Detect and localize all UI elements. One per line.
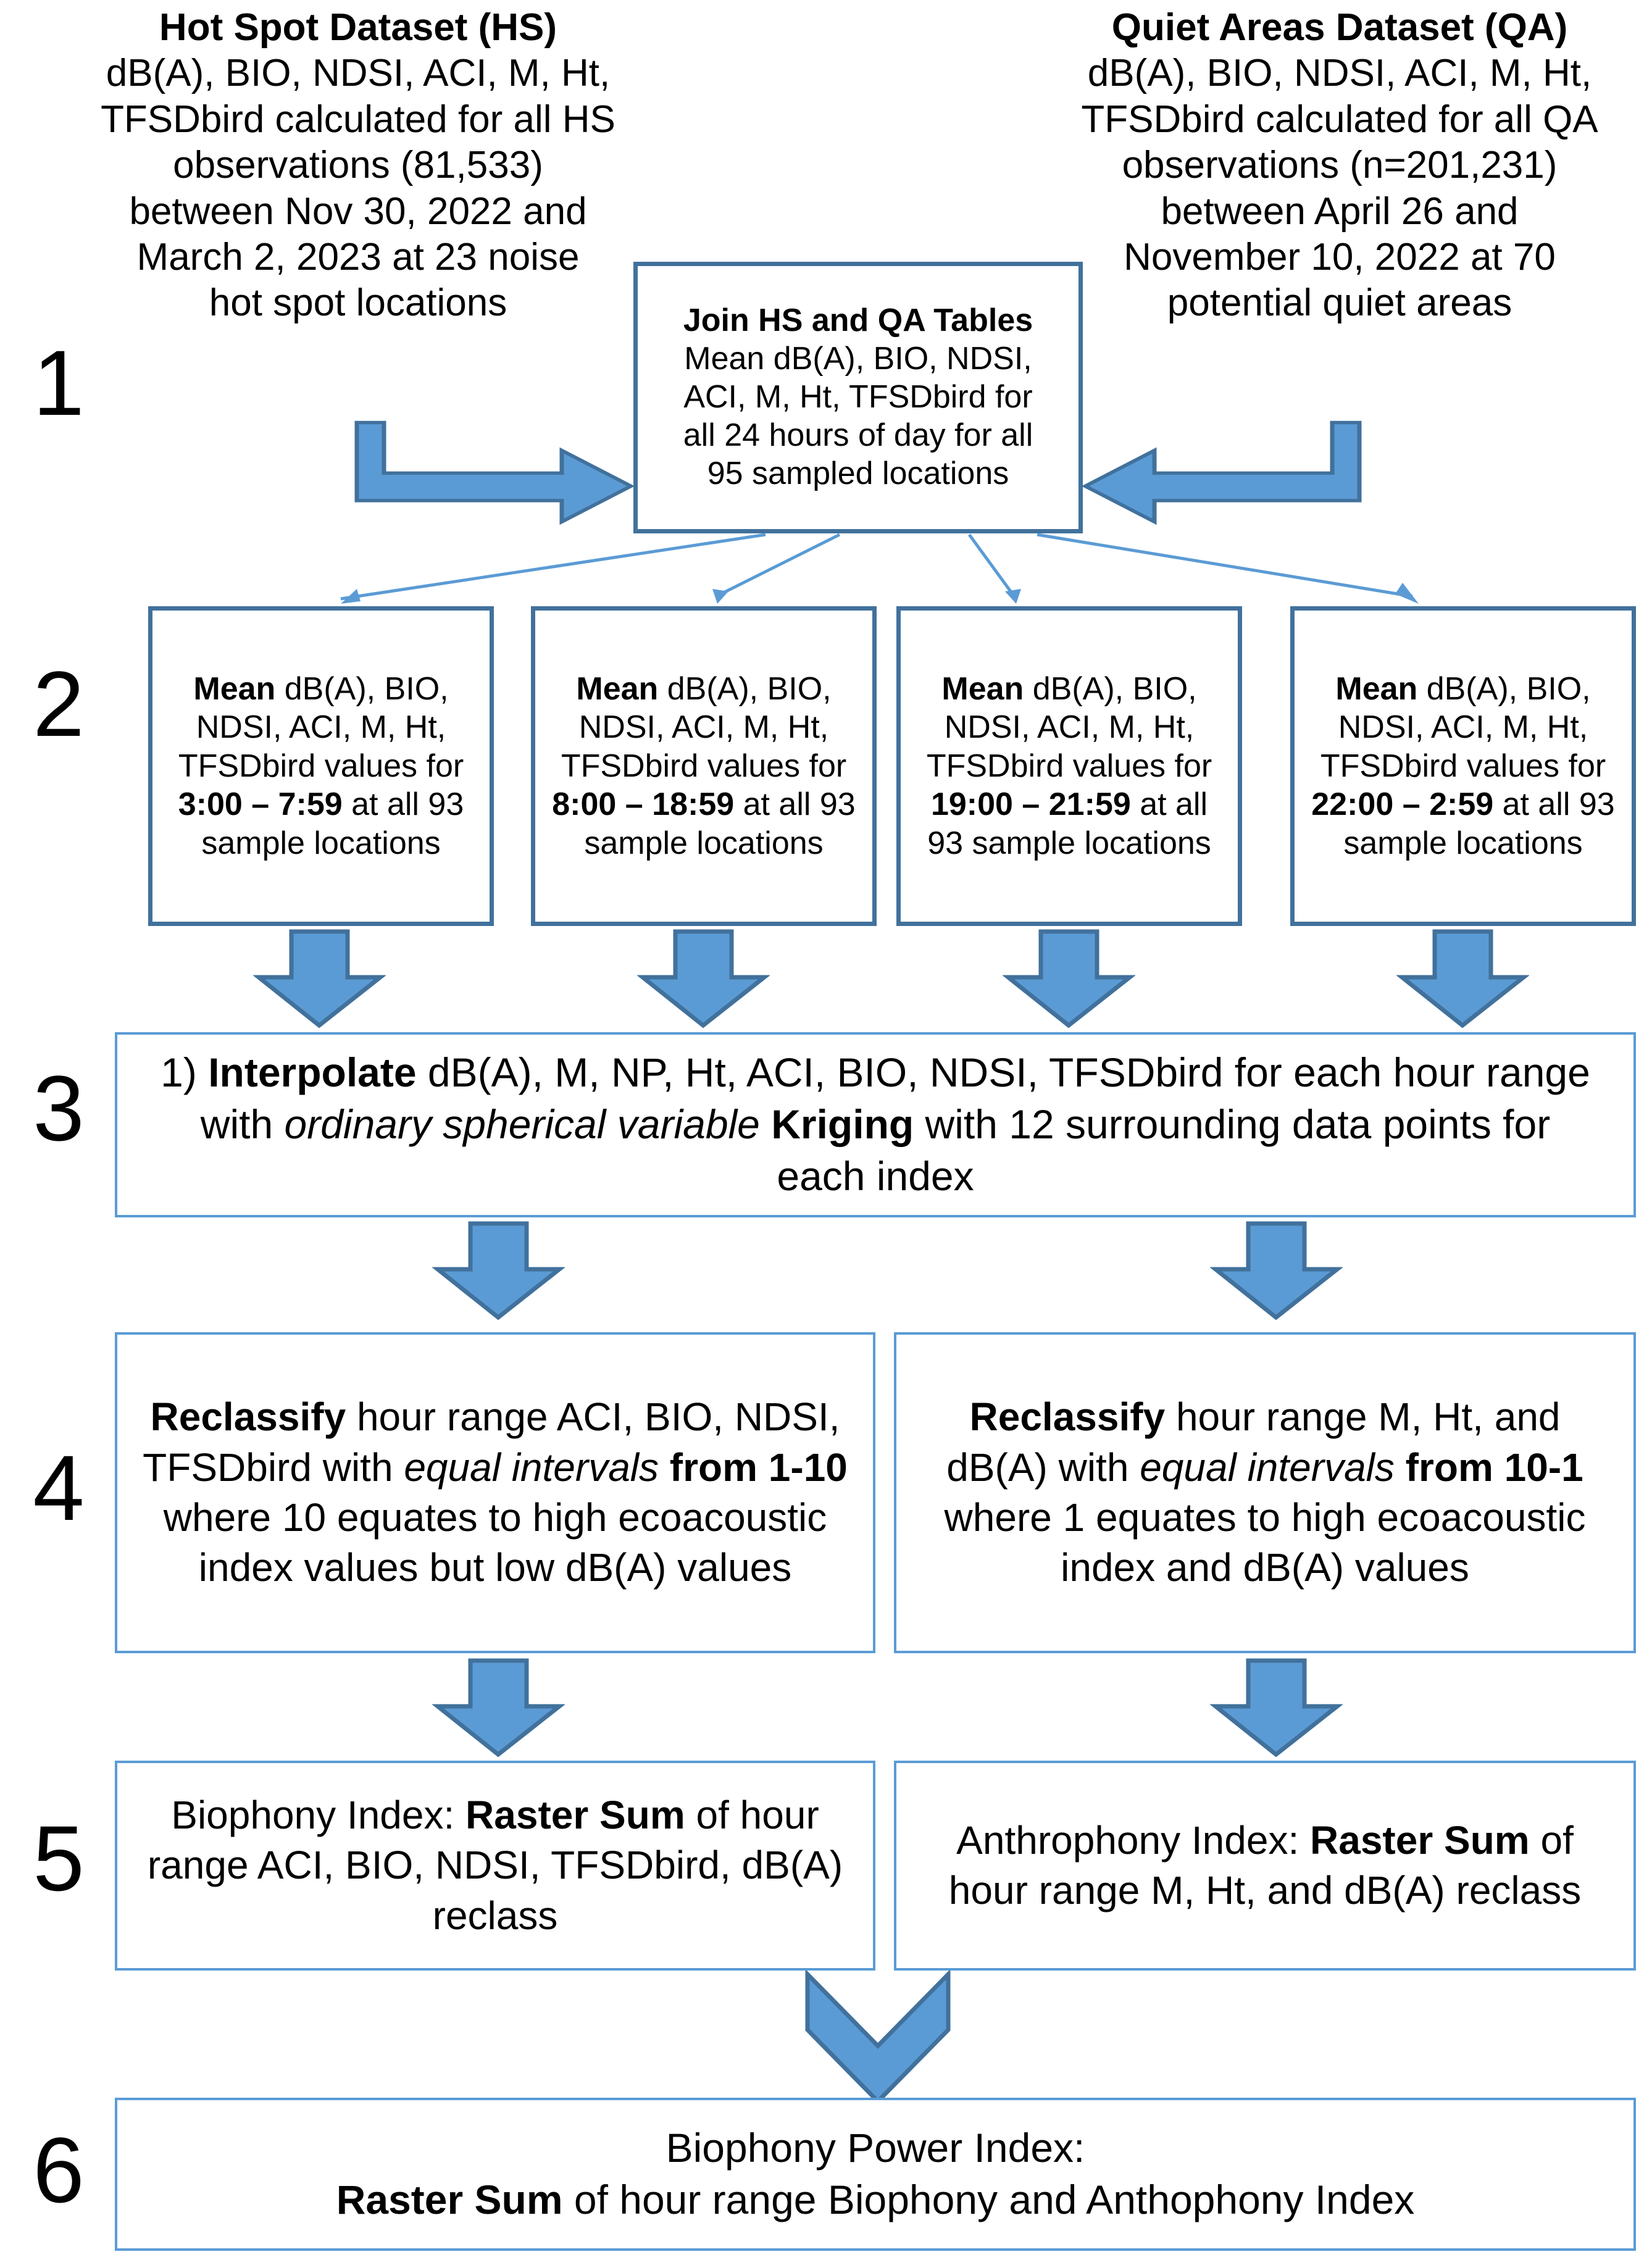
- step-number-3: 3: [33, 1056, 85, 1160]
- reclassify-anthrophony-box: Reclassify hour range M, Ht, and dB(A) w…: [894, 1332, 1636, 1653]
- hour-range-box-1: Mean dB(A), BIO, NDSI, ACI, M, Ht, TFSDb…: [148, 606, 494, 926]
- step-number-2: 2: [33, 652, 85, 756]
- interpolate-mid-1: dB(A), M, NP, Ht, ACI, BIO, NDSI, TFSDbi…: [200, 1049, 1590, 1148]
- down-arrow-hour3-to-interpolate: [1003, 929, 1135, 1028]
- interpolate-kriging-box: 1) Interpolate dB(A), M, NP, Ht, ACI, BI…: [115, 1032, 1636, 1217]
- reclassify-left-mid-1: hour range ACI, BIO, NDSI, TFSDbird with: [143, 1395, 840, 1490]
- hour-range-box-2: Mean dB(A), BIO, NDSI, ACI, M, Ht, TFSDb…: [531, 606, 877, 926]
- hour-box-1-range: 3:00 – 7:59: [178, 786, 343, 823]
- anthrophony-index-box: Anthrophony Index: Raster Sum of hour ra…: [894, 1761, 1636, 1971]
- reclassify-right-bold-2: from 10-1: [1394, 1445, 1583, 1490]
- reclassify-left-italic-1: equal intervals: [404, 1445, 659, 1490]
- reclassify-right-bold-1: Reclassify: [969, 1395, 1166, 1440]
- reclassify-left-bold-2: from 1-10: [659, 1445, 848, 1490]
- power-index-line1: Biophony Power Index:: [665, 2125, 1085, 2171]
- biophony-index-box: Biophony Index: Raster Sum of hour range…: [115, 1761, 875, 1971]
- step-number-5: 5: [33, 1806, 85, 1910]
- anthrophony-index-label: Anthrophony Index:: [956, 1817, 1310, 1862]
- hour-range-box-3: Mean dB(A), BIO, NDSI, ACI, M, Ht, TFSDb…: [896, 606, 1242, 926]
- down-arrow-interpolate-to-reclassify-left: [432, 1221, 565, 1320]
- hour-range-box-4: Mean dB(A), BIO, NDSI, ACI, M, Ht, TFSDb…: [1290, 606, 1636, 926]
- interpolate-bold-2: Kriging: [771, 1101, 914, 1148]
- down-arrow-interpolate-to-reclassify-right: [1210, 1221, 1343, 1320]
- interpolate-prefix: 1): [161, 1049, 209, 1096]
- power-index-bold: Raster Sum: [336, 2177, 563, 2222]
- reclassify-left-bold-1: Reclassify: [150, 1395, 346, 1440]
- biophony-index-label: Biophony Index:: [171, 1793, 466, 1838]
- hot-spot-line5: March 2, 2023 at 23 noise: [136, 235, 580, 278]
- down-arrow-hour2-to-interpolate: [637, 929, 770, 1028]
- hour-box-4-body-b: at all 93 sample locations: [1343, 786, 1615, 861]
- join-box-line1: Mean dB(A), BIO, NDSI,: [684, 341, 1032, 377]
- power-index-tail: of hour range Biophony and Anthophony In…: [562, 2177, 1415, 2222]
- reclassify-biophony-box: Reclassify hour range ACI, BIO, NDSI, TF…: [115, 1332, 875, 1653]
- quiet-areas-line5: November 10, 2022 at 70: [1124, 235, 1556, 278]
- hot-spot-line2: TFSDbird calculated for all HS: [101, 98, 615, 141]
- quiet-areas-line4: between April 26 and: [1161, 190, 1519, 233]
- chevron-arrow-to-power-index: [804, 1971, 952, 2105]
- hour-box-3-lead: Mean: [941, 671, 1024, 707]
- hour-box-4-range: 22:00 – 2:59: [1311, 786, 1494, 823]
- elbow-arrow-hs-to-join: [352, 415, 636, 538]
- hot-spot-line1: dB(A), BIO, NDSI, ACI, M, Ht,: [106, 52, 611, 95]
- hour-box-3-body-b: at all 93 sample locations: [927, 786, 1211, 861]
- quiet-areas-dataset-header: Quiet Areas Dataset (QA) dB(A), BIO, NDS…: [1049, 5, 1630, 327]
- reclassify-right-italic-1: equal intervals: [1140, 1445, 1395, 1490]
- interpolate-italic-1: ordinary spherical variable: [284, 1101, 760, 1148]
- hour-box-2-body-a: dB(A), BIO, NDSI, ACI, M, Ht, TFSDbird v…: [561, 671, 847, 784]
- hour-box-1-body-b: at all 93 sample locations: [201, 786, 464, 861]
- hour-box-1-body-a: dB(A), BIO, NDSI, ACI, M, Ht, TFSDbird v…: [178, 671, 464, 784]
- reclassify-right-tail: where 1 equates to high ecoacoustic inde…: [944, 1495, 1586, 1590]
- interpolate-mid-2: [760, 1101, 771, 1147]
- join-box-title: Join HS and QA Tables: [683, 302, 1033, 339]
- biophony-index-tail: of hour range ACI, BIO, NDSI, TFSDbird, …: [147, 1793, 843, 1938]
- biophony-power-index-box: Biophony Power Index: Raster Sum of hour…: [115, 2098, 1636, 2251]
- down-arrow-reclassify-right-to-anthrophony: [1210, 1658, 1343, 1757]
- hot-spot-title: Hot Spot Dataset (HS): [159, 6, 557, 49]
- hour-box-4-lead: Mean: [1335, 671, 1418, 707]
- down-arrow-hour4-to-interpolate: [1396, 929, 1529, 1028]
- interpolate-tail: with 12 surrounding data points for each…: [777, 1101, 1551, 1199]
- hour-box-2-range: 8:00 – 18:59: [552, 786, 735, 823]
- elbow-arrow-qa-to-join: [1080, 415, 1364, 538]
- hour-box-2-lead: Mean: [576, 671, 659, 707]
- quiet-areas-line3: observations (n=201,231): [1122, 144, 1558, 187]
- hot-spot-line4: between Nov 30, 2022 and: [129, 190, 587, 233]
- reclassify-left-tail: where 10 equates to high ecoacoustic ind…: [163, 1495, 827, 1590]
- quiet-areas-line6: potential quiet areas: [1167, 282, 1512, 325]
- join-box-line3: all 24 hours of day for all: [683, 417, 1033, 453]
- hour-box-4-body-a: dB(A), BIO, NDSI, ACI, M, Ht, TFSDbird v…: [1320, 671, 1606, 784]
- hour-box-1-lead: Mean: [193, 671, 276, 707]
- reclassify-right-mid-1: hour range M, Ht, and dB(A) with: [946, 1395, 1561, 1490]
- biophony-index-bold: Raster Sum: [465, 1793, 685, 1838]
- hot-spot-line6: hot spot locations: [209, 282, 507, 325]
- down-arrow-reclassify-left-to-biophony: [432, 1658, 565, 1757]
- join-hs-qa-tables-box: Join HS and QA Tables Mean dB(A), BIO, N…: [633, 262, 1083, 533]
- quiet-areas-line2: TFSDbird calculated for all QA: [1081, 98, 1598, 141]
- hot-spot-line3: observations (81,533): [173, 144, 543, 187]
- down-arrow-hour1-to-interpolate: [253, 929, 386, 1028]
- hour-box-3-body-a: dB(A), BIO, NDSI, ACI, M, Ht, TFSDbird v…: [926, 671, 1212, 784]
- quiet-areas-title: Quiet Areas Dataset (QA): [1111, 6, 1568, 49]
- join-box-line4: 95 sampled locations: [707, 455, 1009, 491]
- interpolate-bold-1: Interpolate: [208, 1049, 417, 1096]
- anthrophony-index-bold: Raster Sum: [1310, 1817, 1530, 1862]
- anthrophony-index-tail: of hour range M, Ht, and dB(A) reclass: [948, 1817, 1582, 1913]
- step-number-6: 6: [33, 2118, 85, 2222]
- fan-connectors-join-to-hour-boxes: [111, 532, 1630, 607]
- step-number-4: 4: [33, 1436, 85, 1540]
- hot-spot-dataset-header: Hot Spot Dataset (HS) dB(A), BIO, NDSI, …: [68, 5, 648, 327]
- step-number-1: 1: [33, 331, 85, 435]
- hour-box-2-body-b: at all 93 sample locations: [584, 786, 856, 861]
- quiet-areas-line1: dB(A), BIO, NDSI, ACI, M, Ht,: [1087, 52, 1592, 95]
- hour-box-3-range: 19:00 – 21:59: [930, 786, 1131, 823]
- join-box-line2: ACI, M, Ht, TFSDbird for: [683, 379, 1033, 415]
